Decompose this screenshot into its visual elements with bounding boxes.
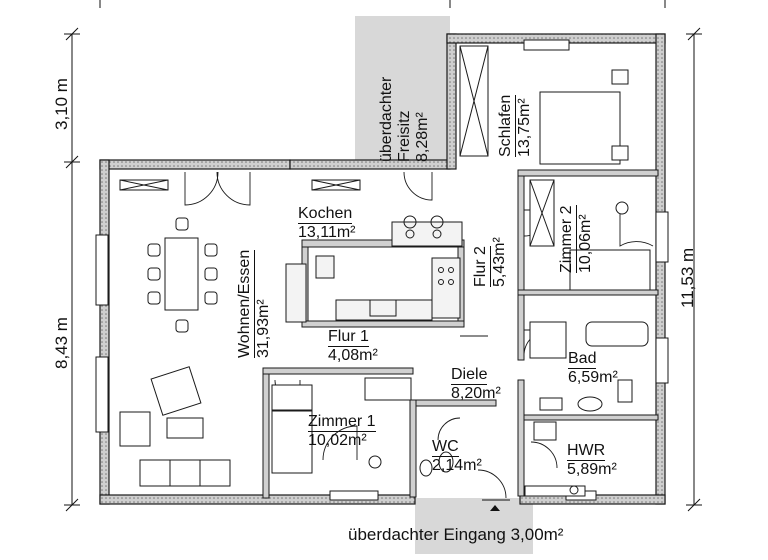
room-name: Flur 2 (472, 246, 491, 287)
room-name: WC (432, 438, 459, 457)
room-label-diele: Diele 8,20m² (451, 366, 501, 403)
room-label-freisitz: überdachter Freisitz 8,28m² (378, 77, 432, 162)
room-label-wohnen: Wohnen/Essen 31,93m² (236, 249, 273, 358)
room-area: 5,89m² (567, 461, 617, 478)
room-name: Zimmer 2 (558, 205, 577, 273)
dimension-right-total: 11,53 m (678, 247, 697, 308)
room-area: 8,20m² (451, 385, 501, 402)
entrance-label: überdachter Eingang 3,00m² (348, 525, 564, 544)
room-area: 2,14m² (432, 457, 482, 474)
room-name: Kochen (298, 205, 353, 224)
room-label-zimmer2: Zimmer 2 10,06m² (558, 205, 595, 273)
room-name: Diele (451, 366, 488, 385)
room-name-line2: Freisitz (396, 110, 413, 162)
room-name: HWR (567, 442, 606, 461)
covered-entrance-area (415, 498, 533, 554)
dimension-left-top: 3,10 m (52, 78, 71, 130)
windows (95, 39, 669, 501)
zimmer2-furniture (529, 179, 651, 291)
room-area: 6,59m² (568, 369, 618, 386)
room-area: 8,28m² (414, 112, 431, 162)
utility-fixtures (419, 421, 586, 497)
room-name-line1: überdachter (378, 76, 395, 162)
kitchen-counters (285, 221, 463, 323)
room-name: Bad (568, 350, 597, 369)
room-area: 13,75m² (516, 98, 533, 157)
room-area: 31,93m² (255, 299, 272, 358)
right-dimension-line (686, 27, 702, 512)
room-label-flur2: Flur 2 5,43m² (472, 237, 509, 287)
top-dimension-line (99, 0, 666, 8)
zimmer1-furniture (271, 377, 412, 474)
room-label-schlafen: Schlafen 13,75m² (497, 94, 534, 157)
room-label-zimmer1: Zimmer 1 10,02m² (308, 413, 376, 450)
room-area: 4,08m² (328, 347, 378, 364)
room-name: Flur 1 (328, 328, 369, 347)
room-label-flur1: Flur 1 4,08m² (328, 328, 378, 365)
entrance-arrow-icon (490, 505, 500, 511)
room-label-kochen: Kochen 13,11m² (298, 205, 356, 242)
living-furniture (119, 366, 231, 487)
covered-terrace-area (355, 16, 450, 168)
left-dimension-line (64, 27, 80, 512)
room-label-hwr: HWR 5,89m² (567, 442, 617, 479)
room-name: Schlafen (497, 94, 516, 157)
room-area: 10,06m² (577, 214, 594, 273)
room-label-bad: Bad 6,59m² (568, 350, 618, 387)
room-name: Zimmer 1 (308, 413, 376, 432)
bedroom-furniture (459, 45, 629, 165)
bathroom-fixtures (529, 321, 649, 412)
dining-set (147, 217, 218, 333)
room-area: 13,11m² (298, 224, 356, 241)
room-area: 10,02m² (308, 432, 367, 449)
stove-burners (403, 215, 454, 285)
dimension-left-main: 8,43 m (52, 317, 71, 369)
room-area: 5,43m² (491, 237, 508, 287)
room-label-wc: WC 2,14m² (432, 438, 482, 475)
room-name: Wohnen/Essen (236, 249, 255, 358)
